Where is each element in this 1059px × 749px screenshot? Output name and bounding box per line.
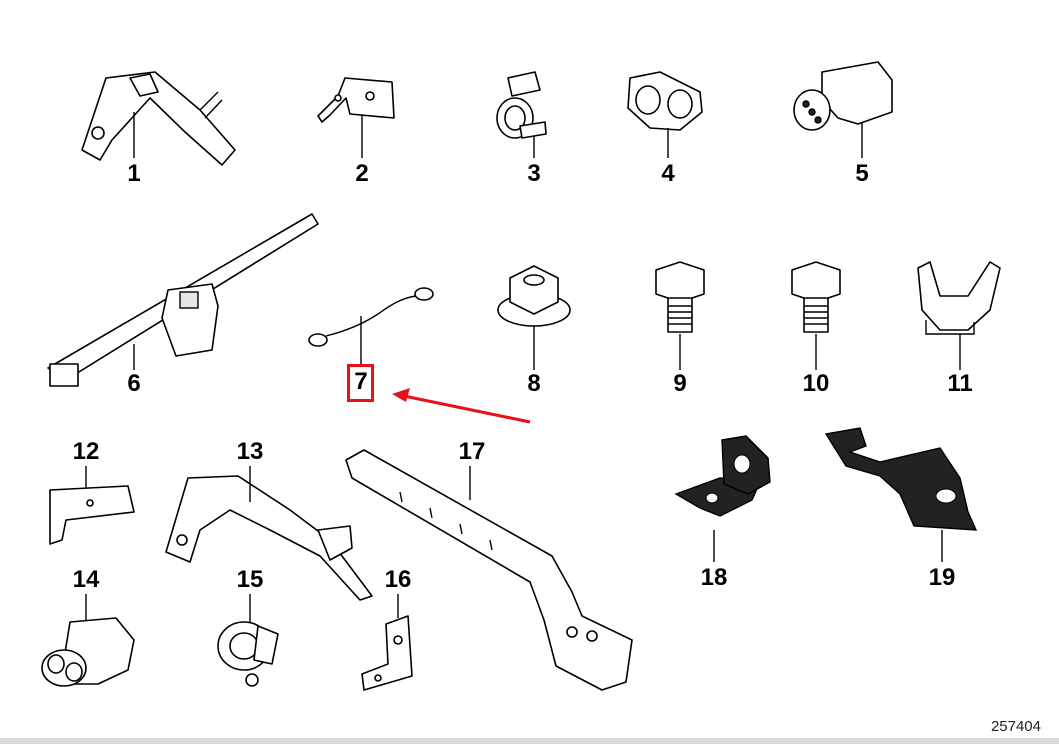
label-part-18: 18 [700,564,728,591]
diagram-number: 257404 [990,718,1041,735]
part-10-bolt [791,261,841,370]
part-1-bracket-clip [81,71,236,166]
label-part-3: 3 [527,160,541,187]
highlight-box [347,364,374,402]
label-part-6: 6 [127,370,141,397]
part-9-bolt [655,261,705,370]
label-part-1: 1 [127,160,141,187]
part-11-holder-clip [917,261,1001,370]
bottom-bar [0,738,1059,744]
part-4-double-clip [627,71,703,158]
label-part-15: 15 [236,566,264,593]
part-12-small-bracket [49,466,135,545]
label-part-16: 16 [384,566,412,593]
part-17-cable-channel [345,449,633,691]
part-19-black-bracket [824,427,978,562]
label-part-4: 4 [661,160,675,187]
label-part-14: 14 [72,566,100,593]
label-part-5: 5 [855,160,869,187]
part-2-angle-bracket [317,77,395,158]
label-part-12: 12 [72,438,100,465]
label-part-11: 11 [947,370,973,397]
part-16-l-bracket [361,594,413,691]
label-part-13: 13 [236,438,264,465]
label-part-2: 2 [355,160,369,187]
label-part-7: 7 [354,368,368,395]
part-15-rotary-clip [217,594,279,687]
pointer-arrow [392,388,531,424]
label-part-10: 10 [802,370,830,397]
label-part-19: 19 [928,564,956,591]
label-part-17: 17 [458,438,486,465]
part-14-double-connector [41,594,135,687]
part-7-ground-strap [308,287,434,366]
part-13-long-bracket [165,466,373,601]
label-part-9: 9 [673,370,687,397]
part-3-pipe-clip [496,71,547,158]
part-8-flange-nut [497,265,571,370]
label-part-8: 8 [527,370,541,397]
part-18-black-clip [674,435,771,562]
part-5-connector-housing [793,61,893,158]
part-6-cable-tie [47,213,319,387]
